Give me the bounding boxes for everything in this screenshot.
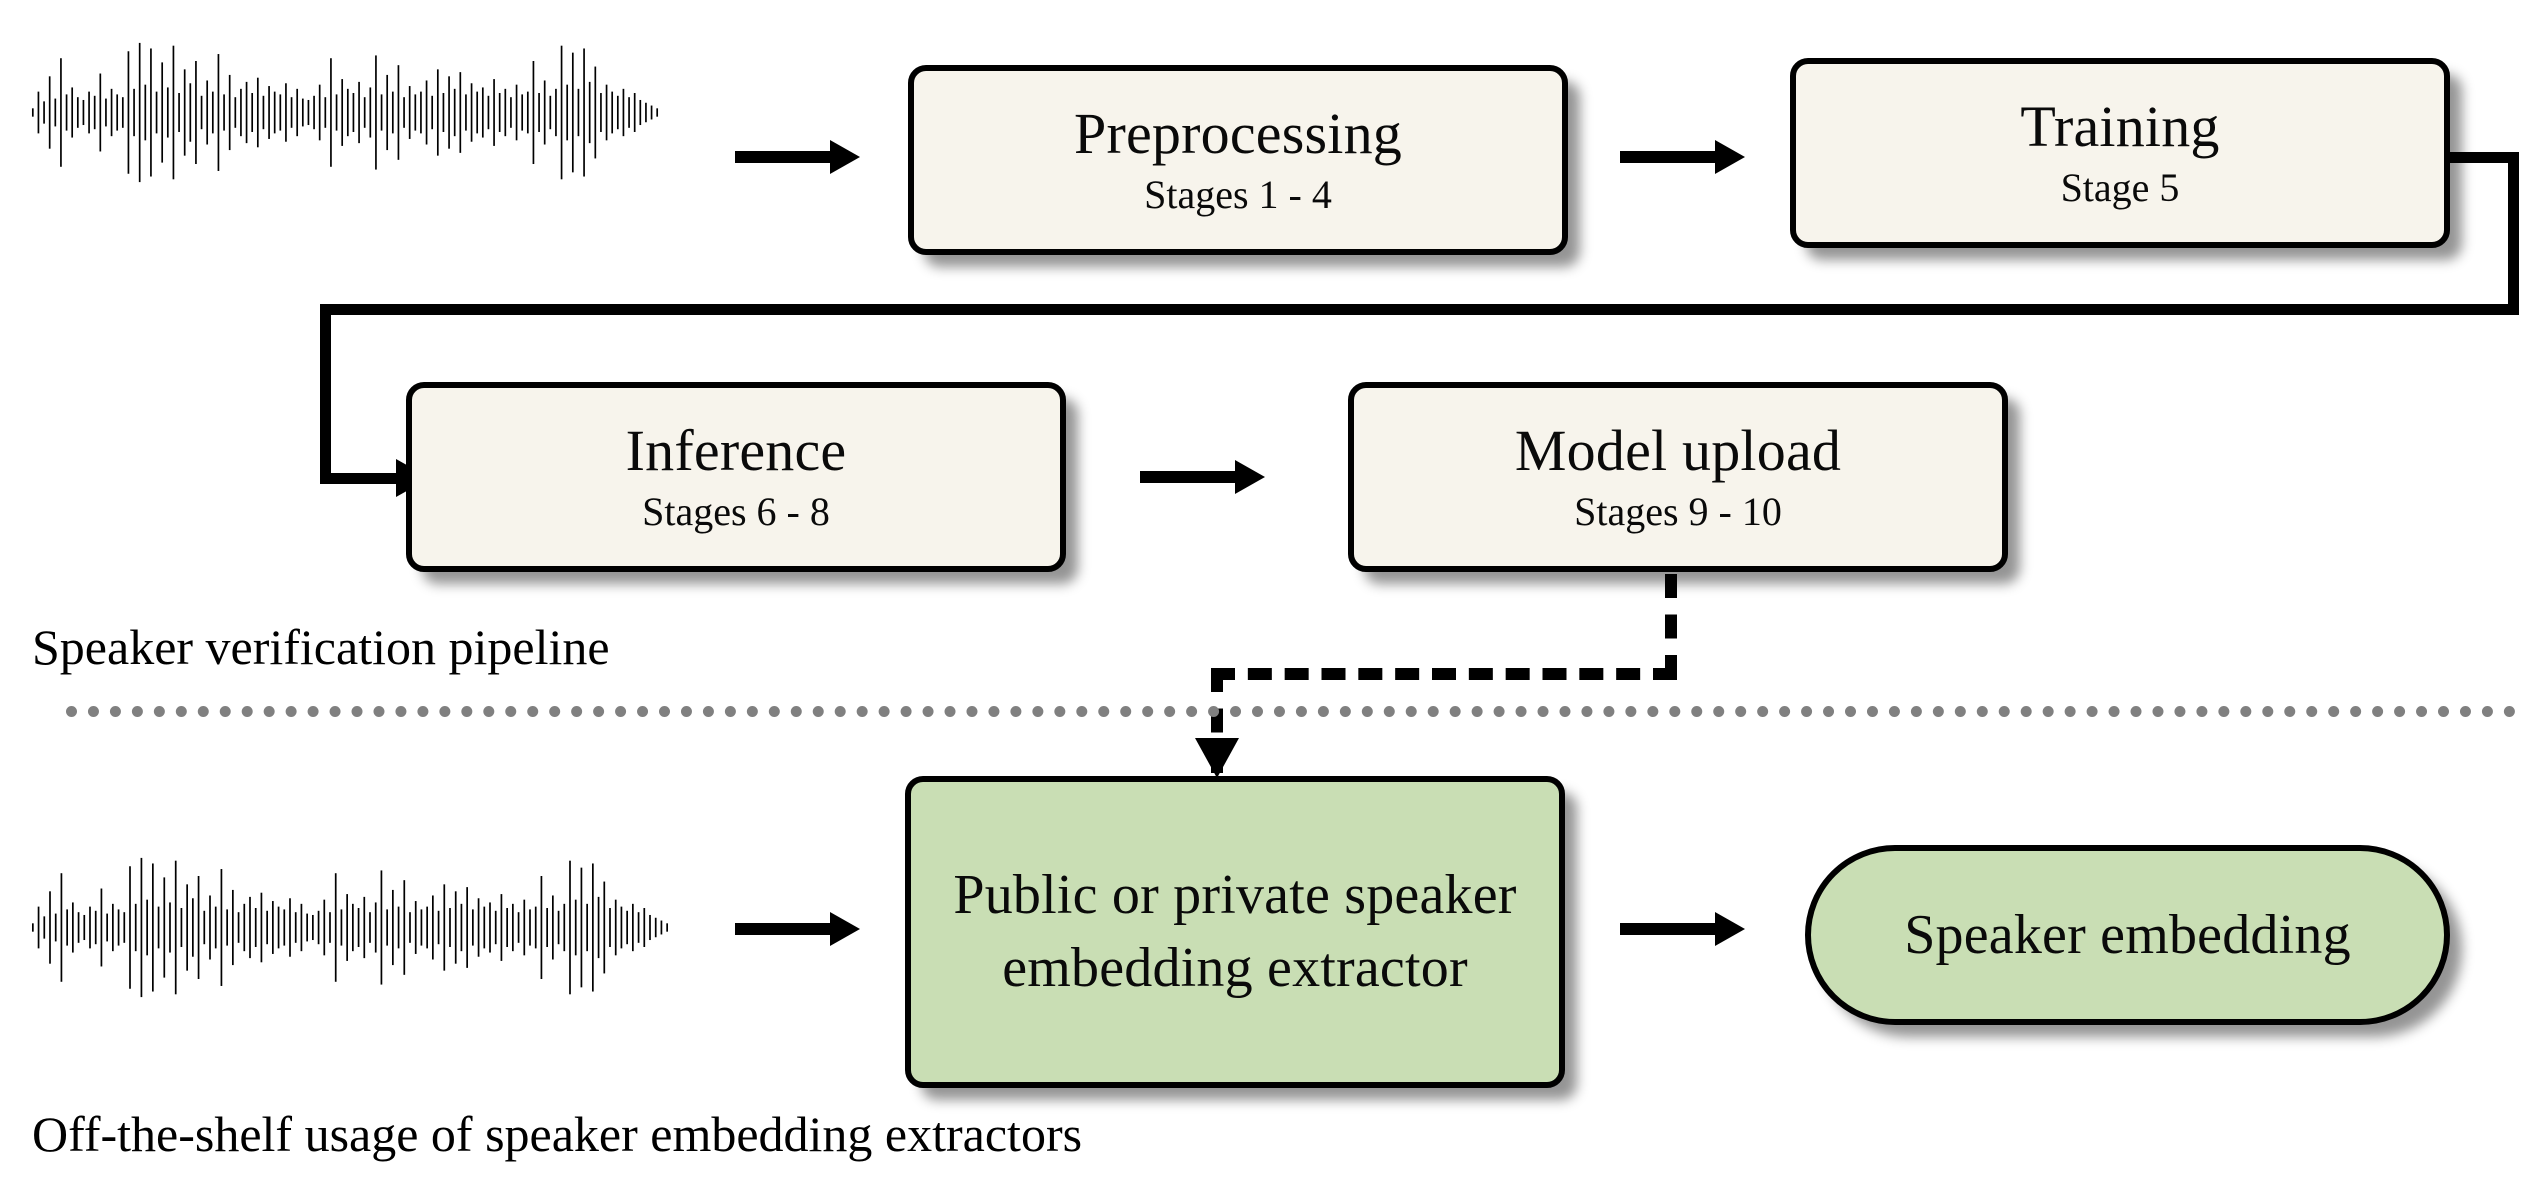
audio-waveform-icon-bottom	[32, 857, 668, 998]
edge-training-across-left	[320, 304, 2519, 315]
arrow-shaft	[1620, 151, 1715, 163]
arrow-head	[1715, 912, 1745, 946]
arrow-preprocessing-to-training	[1620, 140, 1745, 174]
arrowhead-into-extractor	[1195, 738, 1239, 778]
node-preprocessing[interactable]: Preprocessing Stages 1 - 4	[908, 65, 1568, 255]
caption-off-the-shelf-usage: Off-the-shelf usage of speaker embedding…	[32, 1106, 1083, 1162]
node-preprocessing-subtitle: Stages 1 - 4	[1144, 172, 1332, 218]
node-speaker-embedding-title: Speaker embedding	[1904, 903, 2351, 966]
arrow-head	[830, 140, 860, 174]
arrow-shaft	[735, 923, 830, 935]
audio-waveform-icon-top	[31, 42, 659, 183]
node-model-upload-subtitle: Stages 9 - 10	[1574, 489, 1782, 535]
edge-training-down-left	[320, 304, 331, 484]
arrow-shaft	[1140, 471, 1235, 483]
edge-training-down	[2508, 152, 2519, 315]
arrow-extractor-to-embedding	[1620, 912, 1745, 946]
node-preprocessing-title: Preprocessing	[1074, 101, 1402, 167]
section-divider	[66, 706, 2516, 717]
arrow-head	[1715, 140, 1745, 174]
node-speaker-embedding[interactable]: Speaker embedding	[1805, 845, 2450, 1025]
arrow-waveform-to-preprocessing	[735, 140, 860, 174]
arrow-head	[830, 912, 860, 946]
node-training-subtitle: Stage 5	[2060, 165, 2180, 211]
node-training[interactable]: Training Stage 5	[1790, 58, 2450, 248]
node-extractor-title: Public or private speaker embedding extr…	[953, 864, 1517, 999]
node-speaker-embedding-extractor[interactable]: Public or private speaker embedding extr…	[905, 776, 1565, 1088]
edge-model-upload-dashed-left	[1211, 668, 1677, 680]
arrow-waveform-to-extractor	[735, 912, 860, 946]
node-model-upload[interactable]: Model upload Stages 9 - 10	[1348, 382, 2008, 572]
arrow-shaft	[735, 151, 830, 163]
caption-speaker-verification-pipeline: Speaker verification pipeline	[32, 619, 610, 675]
node-inference[interactable]: Inference Stages 6 - 8	[406, 382, 1066, 572]
arrow-head	[1235, 460, 1265, 494]
node-training-title: Training	[2020, 94, 2220, 160]
node-inference-subtitle: Stages 6 - 8	[642, 489, 830, 535]
edge-into-inference	[320, 473, 400, 484]
node-model-upload-title: Model upload	[1514, 418, 1842, 484]
arrow-inference-to-model-upload	[1140, 460, 1265, 494]
arrow-shaft	[1620, 923, 1715, 935]
node-inference-title: Inference	[625, 418, 847, 484]
edge-training-out-right	[2444, 152, 2519, 163]
edge-model-upload-dashed-down	[1665, 574, 1677, 679]
